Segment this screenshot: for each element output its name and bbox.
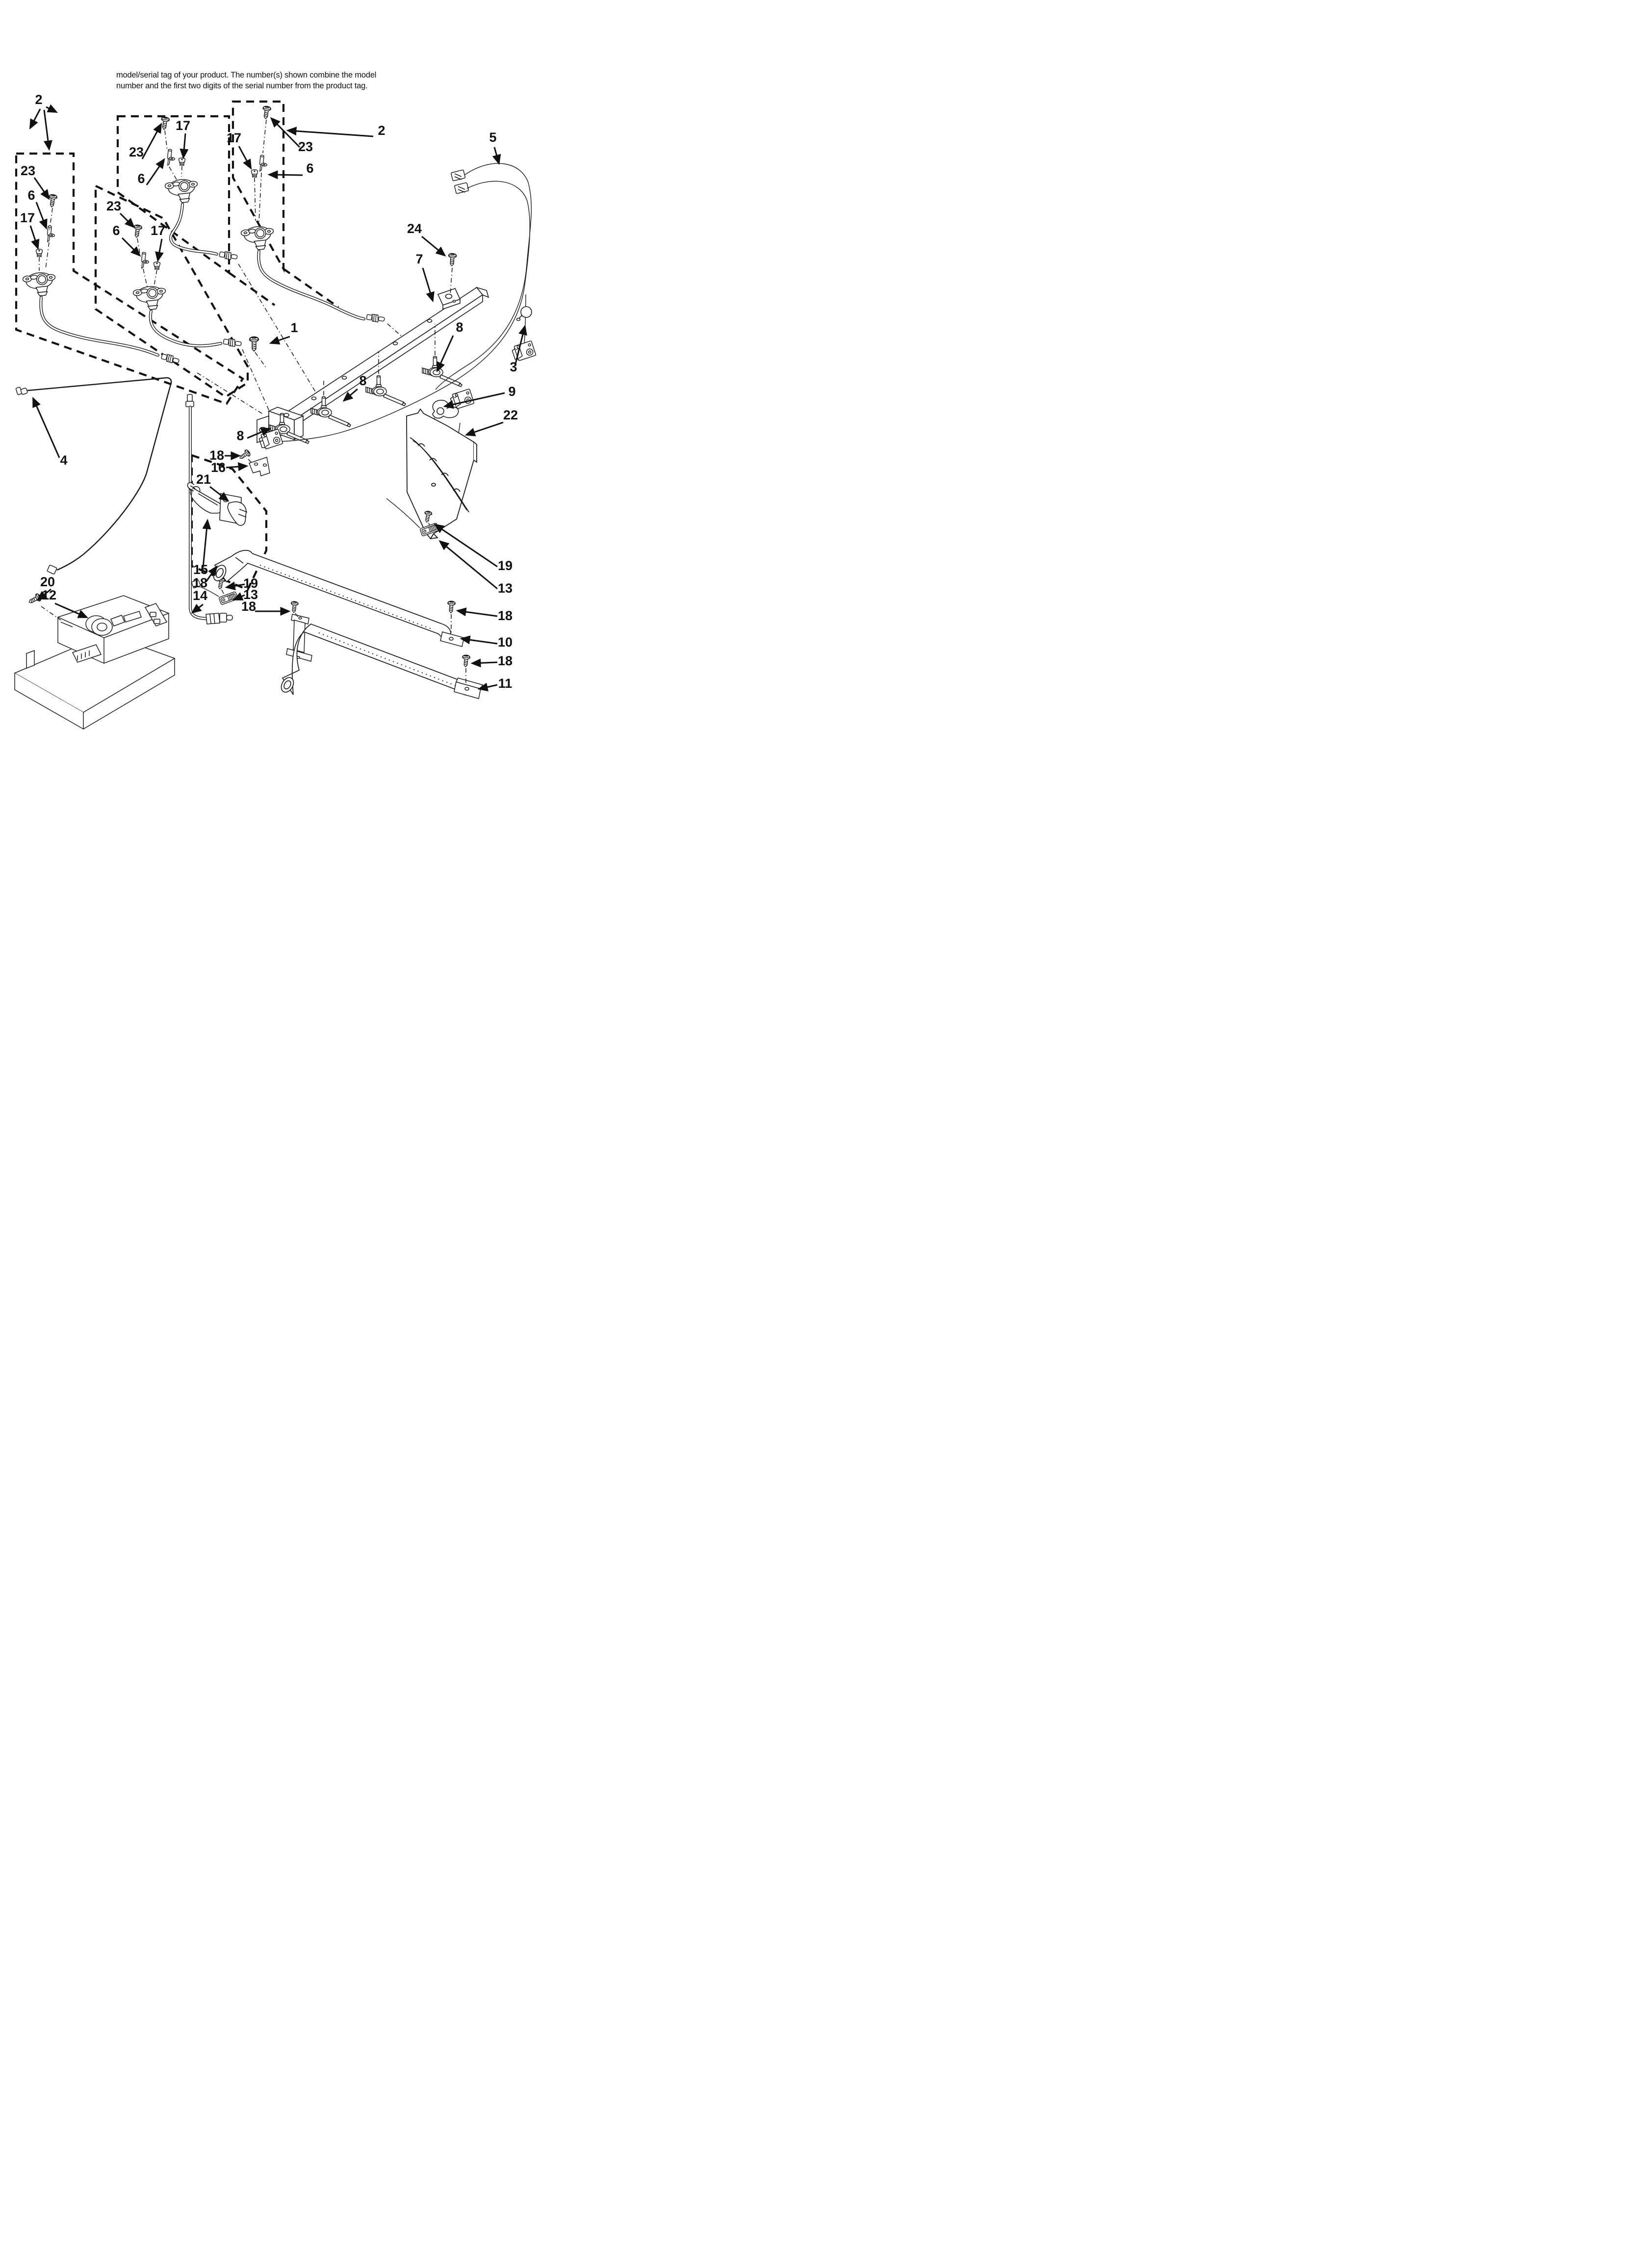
screw-24 <box>447 253 457 296</box>
group-box-extension-1 <box>228 272 276 306</box>
callout-6-b: 6 <box>112 223 120 238</box>
callout-17-d: 17 <box>227 130 241 145</box>
callout-19-center: 19 <box>243 576 258 591</box>
callout-6-d: 6 <box>306 161 313 176</box>
callout-19-right: 19 <box>498 558 513 573</box>
callout-6-a: 6 <box>27 188 35 203</box>
callout-8-left: 8 <box>236 428 244 443</box>
callout-2-left: 2 <box>35 92 42 107</box>
group-box-extension-2 <box>282 268 339 308</box>
callout-11: 11 <box>498 676 513 691</box>
callout-13-right: 13 <box>498 581 513 596</box>
callout-17-a: 17 <box>20 210 35 225</box>
broil-support-bracket <box>286 614 312 662</box>
callout-14: 14 <box>193 588 207 603</box>
heat-shield <box>406 408 477 540</box>
screw-1 <box>249 336 267 368</box>
burner-valve-assembly-c <box>159 116 316 393</box>
callout-5: 5 <box>489 130 496 145</box>
callout-4: 4 <box>60 453 67 468</box>
burner-valve-assembly-d <box>240 105 405 339</box>
callout-20: 20 <box>40 574 55 589</box>
cap-3 <box>516 306 532 321</box>
parts-diagram-page: model/serial tag of your product. The nu… <box>0 0 547 756</box>
spark-module-center <box>191 577 239 605</box>
callout-2-right: 2 <box>378 123 385 138</box>
callout-12: 12 <box>42 588 56 602</box>
callout-23-a: 23 <box>21 163 35 178</box>
callout-23-c: 23 <box>129 145 144 159</box>
manifold-valves <box>269 324 462 444</box>
oven-igniter-wire <box>15 377 172 574</box>
callout-arrows <box>29 104 527 692</box>
bracket-16 <box>249 457 270 476</box>
heading-line-1: model/serial tag of your product. The nu… <box>116 71 376 79</box>
callout-labels: 2 23 6 17 23 6 17 23 6 17 17 23 6 2 5 24… <box>20 92 518 691</box>
callout-23-b: 23 <box>106 199 121 213</box>
spark-switch-plate-3 <box>511 340 537 363</box>
callout-22: 22 <box>503 408 518 422</box>
callout-1: 1 <box>290 320 298 335</box>
callout-3: 3 <box>510 360 517 374</box>
callout-18-b: 18 <box>193 575 207 590</box>
group-box-mid-left <box>94 184 249 398</box>
exploded-parts-diagram: model/serial tag of your product. The nu… <box>14 71 537 730</box>
bracket-11 <box>454 678 484 699</box>
callout-9: 9 <box>508 384 515 399</box>
spark-module-right <box>386 498 440 537</box>
callout-18-center: 18 <box>241 599 256 614</box>
regulator-assembly <box>14 595 176 730</box>
harness-w2 <box>280 181 531 442</box>
heading: model/serial tag of your product. The nu… <box>116 71 376 90</box>
screw-20 <box>26 592 61 621</box>
callout-6-c: 6 <box>137 171 145 186</box>
callout-10: 10 <box>498 635 513 650</box>
burner-valve-assembly-a <box>22 193 263 415</box>
callout-7: 7 <box>415 252 423 266</box>
callout-15: 15 <box>193 562 208 577</box>
gas-supply-pipe <box>185 394 233 625</box>
callout-8-right: 8 <box>456 320 463 335</box>
callout-18-a: 18 <box>209 448 224 463</box>
callout-13-center: 13 <box>243 587 258 602</box>
group-box-left <box>15 152 244 405</box>
surface-burner-15 <box>187 482 248 526</box>
manifold-rail <box>257 287 489 443</box>
screw-18-near-16 <box>237 448 253 464</box>
heading-line-2: number and the first two digits of the s… <box>116 81 368 90</box>
callout-18-right-b: 18 <box>498 653 513 668</box>
bracket-10 <box>440 631 464 647</box>
callout-17-c: 17 <box>176 118 190 133</box>
callout-21: 21 <box>196 472 211 487</box>
harness-w1 <box>435 163 532 390</box>
callout-24: 24 <box>407 221 422 236</box>
burner-valve-assembly-b <box>132 224 273 419</box>
manifold-bracket-7 <box>437 288 461 310</box>
callout-8-mid: 8 <box>359 373 366 388</box>
callout-23-d: 23 <box>298 139 313 154</box>
callout-18-right-a: 18 <box>498 608 513 623</box>
pipe-fitting <box>205 613 233 625</box>
bake-burner <box>281 624 484 699</box>
callout-16: 16 <box>211 460 226 475</box>
callout-17-b: 17 <box>151 223 165 238</box>
broil-burner <box>213 549 464 662</box>
